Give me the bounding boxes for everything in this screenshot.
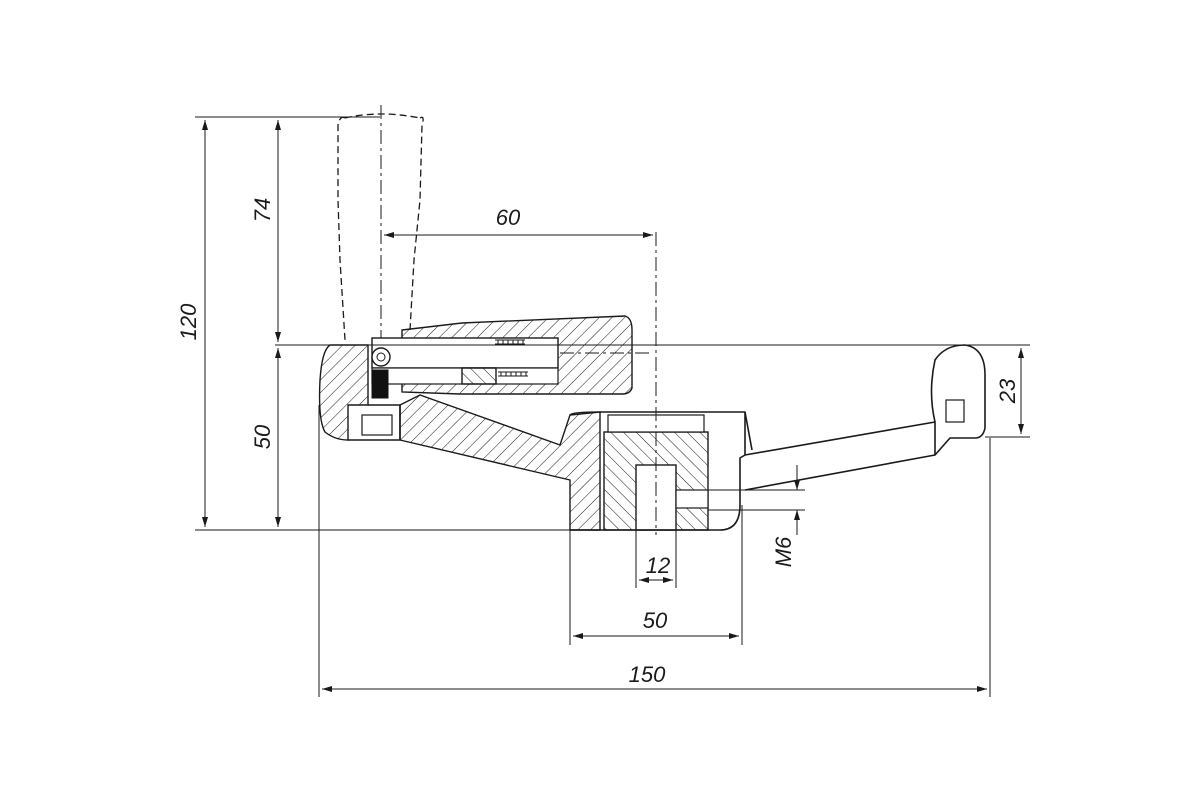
dimension-150: 150 bbox=[318, 405, 991, 697]
dimension-23: 23 bbox=[985, 348, 1030, 438]
dimension-label-m6: M6 bbox=[771, 536, 796, 567]
dimension-label-150: 150 bbox=[629, 662, 666, 687]
dimension-label-120: 120 bbox=[176, 303, 201, 340]
handwheel-body bbox=[318, 232, 986, 535]
dimension-60: 60 bbox=[384, 205, 653, 238]
dimension-label-23: 23 bbox=[995, 378, 1020, 404]
handle-spindle-section bbox=[371, 315, 650, 395]
dimension-label-60: 60 bbox=[496, 205, 521, 230]
dimension-label-50-vertical: 50 bbox=[250, 424, 275, 449]
dimension-12: 12 bbox=[635, 530, 677, 588]
dimension-label-12: 12 bbox=[646, 553, 670, 578]
dimension-50-vertical: 50 bbox=[250, 348, 281, 527]
dimension-label-74: 74 bbox=[250, 198, 275, 222]
dimension-50-horizontal: 50 bbox=[569, 505, 743, 645]
dimension-74: 74 bbox=[250, 120, 1030, 346]
dimension-120: 120 bbox=[176, 116, 600, 531]
dimension-m6: M6 bbox=[708, 465, 805, 567]
dimension-label-50-horizontal: 50 bbox=[643, 608, 668, 633]
revolving-handle bbox=[337, 105, 424, 345]
